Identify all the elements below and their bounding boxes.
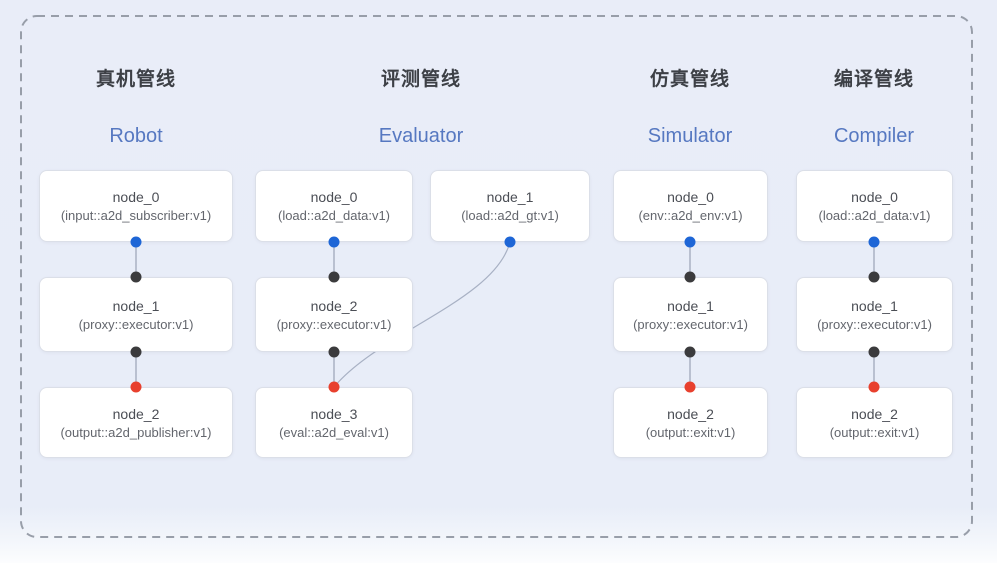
node-subtitle: (output::exit:v1) (645, 424, 736, 440)
node-subtitle: (eval::a2d_eval:v1) (279, 424, 389, 440)
input-port-dot-robot-node2[interactable] (130, 381, 142, 393)
node-box-evaluator-node2[interactable]: node_2 (proxy::executor:v1) (255, 277, 413, 352)
output-port-dot-evaluator-node0[interactable] (328, 236, 340, 248)
node-title: node_1 (486, 189, 534, 205)
node-title: node_0 (310, 189, 358, 205)
node-subtitle: (output::a2d_publisher:v1) (60, 424, 212, 440)
node-subtitle: (proxy::executor:v1) (633, 316, 748, 332)
pipeline-title-cn-robot: 真机管线 (95, 69, 176, 90)
node-subtitle: (env::a2d_env:v1) (638, 208, 743, 223)
pipeline-title-cn-simulator: 仿真管线 (649, 69, 730, 90)
node-subtitle: (proxy::executor:v1) (78, 316, 194, 332)
node-title: node_3 (310, 405, 358, 422)
pipeline-title-en-compiler: Compiler (833, 125, 915, 147)
node-box-evaluator-node3[interactable]: node_3 (eval::a2d_eval:v1) (255, 387, 413, 458)
node-subtitle: (input::a2d_subscriber:v1) (60, 208, 212, 223)
node-title: node_0 (851, 189, 898, 205)
pipeline-title-cn-evaluator: 评测管线 (380, 69, 461, 90)
node-box-robot-node0[interactable]: node_0 (input::a2d_subscriber:v1) (39, 170, 233, 242)
input-port-dot-evaluator-node2[interactable] (328, 271, 340, 283)
edge-evaluator-node1-node3-curve (333, 241, 511, 388)
node-box-evaluator-node0[interactable]: node_0 (load::a2d_data:v1) (255, 170, 413, 242)
output-port-dot-evaluator-node2[interactable] (328, 346, 340, 358)
output-port-dot-compiler-node1[interactable] (868, 346, 880, 358)
node-subtitle: (proxy::executor:v1) (817, 316, 932, 332)
node-subtitle: (output::exit:v1) (829, 424, 920, 440)
node-title: node_1 (851, 297, 898, 314)
output-port-dot-evaluator-node1[interactable] (504, 236, 516, 248)
pipeline-title-en-evaluator: Evaluator (378, 125, 464, 147)
node-box-robot-node1[interactable]: node_1 (proxy::executor:v1) (39, 277, 233, 352)
output-port-dot-simulator-node1[interactable] (684, 346, 696, 358)
input-port-dot-evaluator-node3[interactable] (328, 381, 340, 393)
output-port-dot-simulator-node0[interactable] (684, 236, 696, 248)
node-title: node_1 (112, 297, 160, 314)
node-title: node_2 (851, 405, 898, 422)
pipeline-title-cn-compiler: 编译管线 (833, 69, 914, 90)
node-box-robot-node2[interactable]: node_2 (output::a2d_publisher:v1) (39, 387, 233, 458)
input-port-dot-robot-node1[interactable] (130, 271, 142, 283)
input-port-dot-simulator-node2[interactable] (684, 381, 696, 393)
pipeline-title-en-simulator: Simulator (647, 125, 733, 147)
node-title: node_2 (310, 297, 358, 314)
node-box-simulator-node1[interactable]: node_1 (proxy::executor:v1) (613, 277, 768, 352)
node-box-compiler-node1[interactable]: node_1 (proxy::executor:v1) (796, 277, 953, 352)
node-subtitle: (load::a2d_data:v1) (818, 208, 931, 223)
node-title: node_2 (112, 405, 160, 422)
output-port-dot-robot-node1[interactable] (130, 346, 142, 358)
node-box-evaluator-node1[interactable]: node_1 (load::a2d_gt:v1) (430, 170, 590, 242)
node-title: node_2 (667, 405, 714, 422)
dashed-boundary-frame (20, 15, 973, 538)
node-box-simulator-node0[interactable]: node_0 (env::a2d_env:v1) (613, 170, 768, 242)
input-port-dot-simulator-node1[interactable] (684, 271, 696, 283)
node-subtitle: (load::a2d_data:v1) (277, 208, 391, 223)
node-title: node_0 (112, 189, 160, 205)
output-port-dot-robot-node0[interactable] (130, 236, 142, 248)
input-port-dot-compiler-node1[interactable] (868, 271, 880, 283)
output-port-dot-compiler-node0[interactable] (868, 236, 880, 248)
node-box-simulator-node2[interactable]: node_2 (output::exit:v1) (613, 387, 768, 458)
node-box-compiler-node2[interactable]: node_2 (output::exit:v1) (796, 387, 953, 458)
node-subtitle: (proxy::executor:v1) (276, 316, 392, 332)
node-subtitle: (load::a2d_gt:v1) (461, 208, 559, 223)
node-box-compiler-node0[interactable]: node_0 (load::a2d_data:v1) (796, 170, 953, 242)
pipeline-title-en-robot: Robot (109, 125, 163, 147)
node-title: node_1 (667, 297, 714, 314)
node-title: node_0 (667, 189, 714, 205)
input-port-dot-compiler-node2[interactable] (868, 381, 880, 393)
